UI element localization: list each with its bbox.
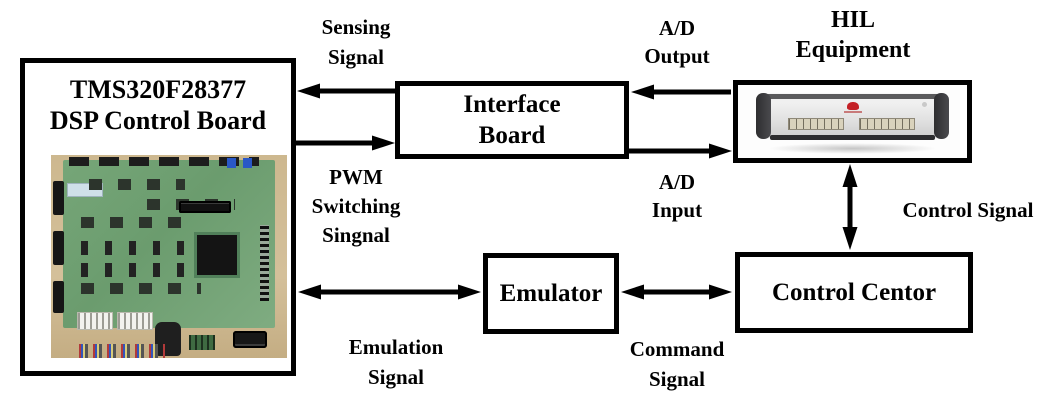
pcb-white-connector [77,312,113,330]
pcb-ic-row [81,217,181,228]
hil-device-connector-slot [859,118,915,130]
hil-device-endcap-left [756,93,771,139]
pcb-ic-row [89,179,185,190]
ad-output-label: A/D Output [617,14,737,70]
node-hil-equipment [733,80,972,163]
dsp-board-photo [51,155,287,358]
pcb-serial-connector [233,331,267,348]
emulator-label: Emulator [499,280,603,307]
command-signal-arrow [621,284,732,300]
dsp-board-title: TMS320F28377 DSP Control Board [25,63,291,136]
interface-board-label-line1: Interface [463,91,561,118]
control-signal-label: Control Signal [902,198,1034,222]
sensing-signal-label: Sensing Signal [296,12,416,72]
hil-equipment-title-line2: Equipment [795,37,911,63]
pwm-signal-line1: PWM [329,165,383,189]
interface-board-label-line2: Board [478,122,546,149]
pcb-ic-row [81,283,201,294]
dsp-board-title-line1: TMS320F28377 [69,75,247,104]
emulation-signal-arrow [298,284,481,300]
pcb-edge-connector [53,181,64,215]
ad-output-line2: Output [644,44,710,68]
pcb-header-connector [179,201,231,213]
node-emulator: Emulator [483,253,619,334]
pcb-blue-components [227,158,253,168]
ad-input-line2: Input [651,198,703,222]
pcb-wires [79,344,165,358]
sensing-signal-line2: Signal [327,45,385,69]
hil-device-endcap-right [934,93,949,139]
node-interface-board: Interface Board [395,81,629,159]
control-center-label: Control Centor [771,279,937,306]
hil-device-led [922,102,927,107]
hil-equipment-title-line1: HIL [830,7,875,33]
emulation-signal-line2: Signal [367,365,425,389]
hil-device-connector-slot [788,118,844,130]
node-control-center: Control Centor [735,252,973,333]
ad-input-arrow [629,143,732,159]
pcb-terminal-block [189,335,215,350]
pwm-signal-line3: Singnal [322,223,390,247]
ad-output-arrow [631,84,731,100]
emulation-signal-line1: Emulation [348,335,444,359]
ad-input-label: A/D Input [617,168,737,224]
pcb-right-pin-strip [260,225,269,301]
hil-device [756,93,949,140]
pcb-top-connectors [69,157,259,166]
ad-output-line1: A/D [658,16,696,40]
hil-device-logo [846,102,859,110]
command-signal-line2: Signal [648,367,706,391]
pwm-signal-arrow [296,135,395,151]
hil-device-photo [738,85,967,158]
sensing-signal-line1: Sensing [321,15,391,39]
command-signal-label: Command Signal [617,334,737,394]
hil-device-reflection [768,143,937,154]
command-signal-line1: Command [629,337,725,361]
pwm-signal-line2: Switching [311,194,401,218]
pwm-signal-label: PWM Switching Singnal [296,163,416,250]
hil-equipment-title: HIL Equipment [762,5,944,65]
control-signal-arrow [842,164,858,250]
pcb-transistor-row [81,241,199,255]
sensing-signal-arrow [297,83,397,99]
dsp-board-title-line2: DSP Control Board [49,106,267,135]
pcb-white-connector [117,312,153,330]
pcb-edge-connector [53,231,64,265]
pcb-dsp-chip [197,235,237,275]
pcb-transistor-row [81,263,191,277]
hil-device-base [770,135,935,140]
emulation-signal-label: Emulation Signal [336,332,456,392]
node-dsp-control-board: TMS320F28377 DSP Control Board [20,58,296,376]
hil-device-logo-text [843,111,862,113]
ad-input-line1: A/D [658,170,696,194]
pcb-edge-connector [53,281,64,313]
